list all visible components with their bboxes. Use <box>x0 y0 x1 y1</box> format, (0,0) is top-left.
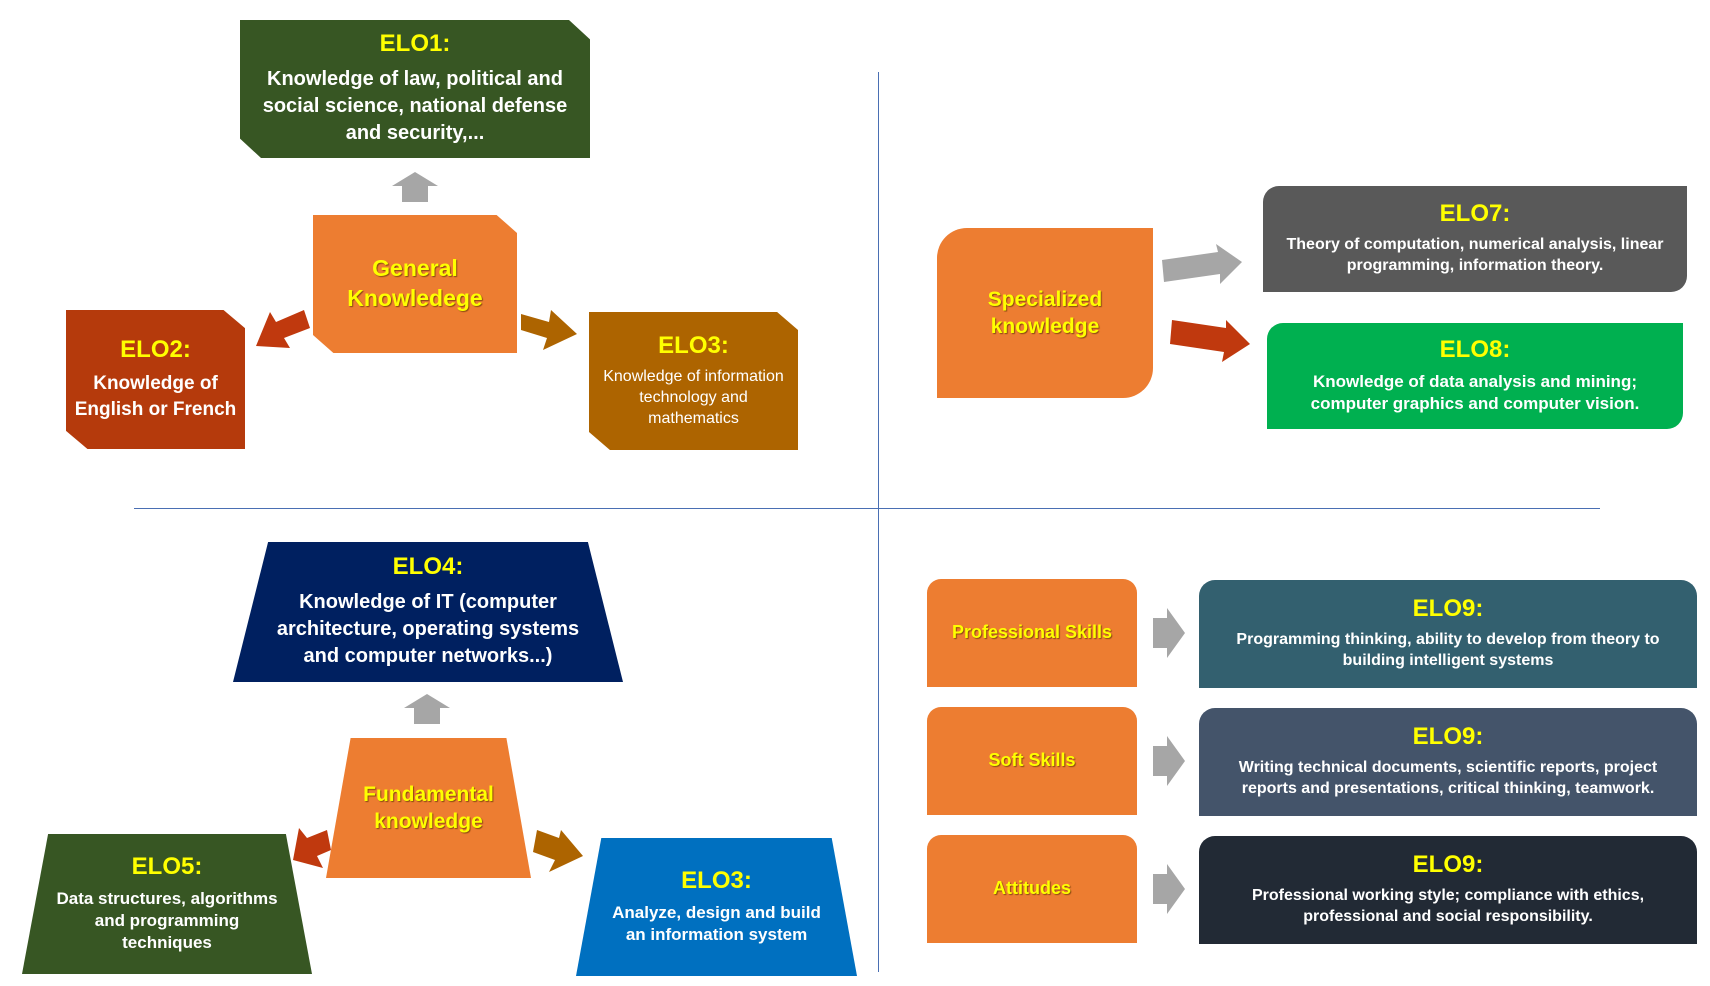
general-knowledge-label: General Knowledege <box>347 255 483 311</box>
elo3-general-desc: Knowledge of information technology and … <box>603 368 784 427</box>
arrow-right-gray-icon <box>1162 244 1242 284</box>
professional-skills-box: Professional Skills <box>927 579 1137 687</box>
elo2-box: ELO2: Knowledge of English or French <box>66 310 245 449</box>
elo3-fundamental-title: ELO3: <box>681 866 752 894</box>
arrow-right-gray-icon <box>1153 736 1185 786</box>
elo2-title: ELO2: <box>120 335 191 363</box>
attitudes-label: Attitudes <box>993 878 1071 899</box>
elo3-general-title: ELO3: <box>658 331 729 359</box>
arrow-up-icon <box>392 172 438 202</box>
elo3-fundamental-desc: Analyze, design and build an information… <box>612 903 821 945</box>
elo9-programming-title: ELO9: <box>1412 595 1484 622</box>
general-knowledge-hub: General Knowledege <box>313 215 517 353</box>
elo1-desc: Knowledge of law, political and social s… <box>262 67 568 144</box>
vertical-divider <box>878 72 879 972</box>
elo5-box: ELO5: Data structures, algorithms and pr… <box>22 834 312 974</box>
specialized-knowledge-label: Specialized knowledge <box>987 287 1103 338</box>
arrow-right-red-icon <box>1170 320 1250 362</box>
arrow-right-icon <box>521 310 577 350</box>
elo3-general-box: ELO3: Knowledge of information technolog… <box>589 312 798 450</box>
elo9-writing-box: ELO9: Writing technical documents, scien… <box>1199 708 1697 816</box>
elo1-box: ELO1: Knowledge of law, political and so… <box>240 20 590 158</box>
elo9-attitudes-desc: Professional working style; compliance w… <box>1251 887 1645 926</box>
elo1-title: ELO1: <box>379 30 451 58</box>
elo4-box: ELO4: Knowledge of IT (computer architec… <box>233 542 623 682</box>
soft-skills-box: Soft Skills <box>927 707 1137 815</box>
professional-skills-label: Professional Skills <box>951 622 1113 643</box>
arrow-left-icon <box>293 828 331 868</box>
elo4-title: ELO4: <box>392 553 464 581</box>
elo7-desc: Theory of computation, numerical analysi… <box>1286 236 1664 275</box>
elo8-desc: Knowledge of data analysis and mining; c… <box>1310 372 1640 414</box>
arrow-right-gray-icon <box>1153 608 1185 658</box>
elo9-attitudes-box: ELO9: Professional working style; compli… <box>1199 836 1697 944</box>
elo8-title: ELO8: <box>1439 335 1511 363</box>
elo9-attitudes-title: ELO9: <box>1412 851 1484 878</box>
horizontal-divider <box>134 508 1600 509</box>
fundamental-knowledge-label: Fundamental knowledge <box>363 782 494 833</box>
elo8-box: ELO8: Knowledge of data analysis and min… <box>1267 323 1683 429</box>
elo5-desc: Data structures, algorithms and programm… <box>56 889 278 953</box>
elo9-programming-desc: Programming thinking, ability to develop… <box>1236 631 1660 670</box>
arrow-left-icon <box>256 310 310 348</box>
elo4-desc: Knowledge of IT (computer architecture, … <box>276 590 580 667</box>
fundamental-knowledge-hub: Fundamental knowledge <box>326 738 531 878</box>
arrow-right-icon <box>533 830 583 872</box>
elo2-desc: Knowledge of English or French <box>74 373 237 420</box>
elo3-fundamental-box: ELO3: Analyze, design and build an infor… <box>576 838 857 976</box>
specialized-knowledge-hub: Specialized knowledge <box>937 228 1153 398</box>
elo7-title: ELO7: <box>1439 200 1511 227</box>
arrow-right-gray-icon <box>1153 864 1185 914</box>
elo9-writing-desc: Writing technical documents, scientific … <box>1238 759 1658 798</box>
elo9-programming-box: ELO9: Programming thinking, ability to d… <box>1199 580 1697 688</box>
arrow-up-icon <box>404 694 450 724</box>
elo5-title: ELO5: <box>131 852 203 880</box>
attitudes-box: Attitudes <box>927 835 1137 943</box>
elo7-box: ELO7: Theory of computation, numerical a… <box>1263 186 1687 292</box>
soft-skills-label: Soft Skills <box>988 750 1076 771</box>
elo9-writing-title: ELO9: <box>1412 723 1484 750</box>
